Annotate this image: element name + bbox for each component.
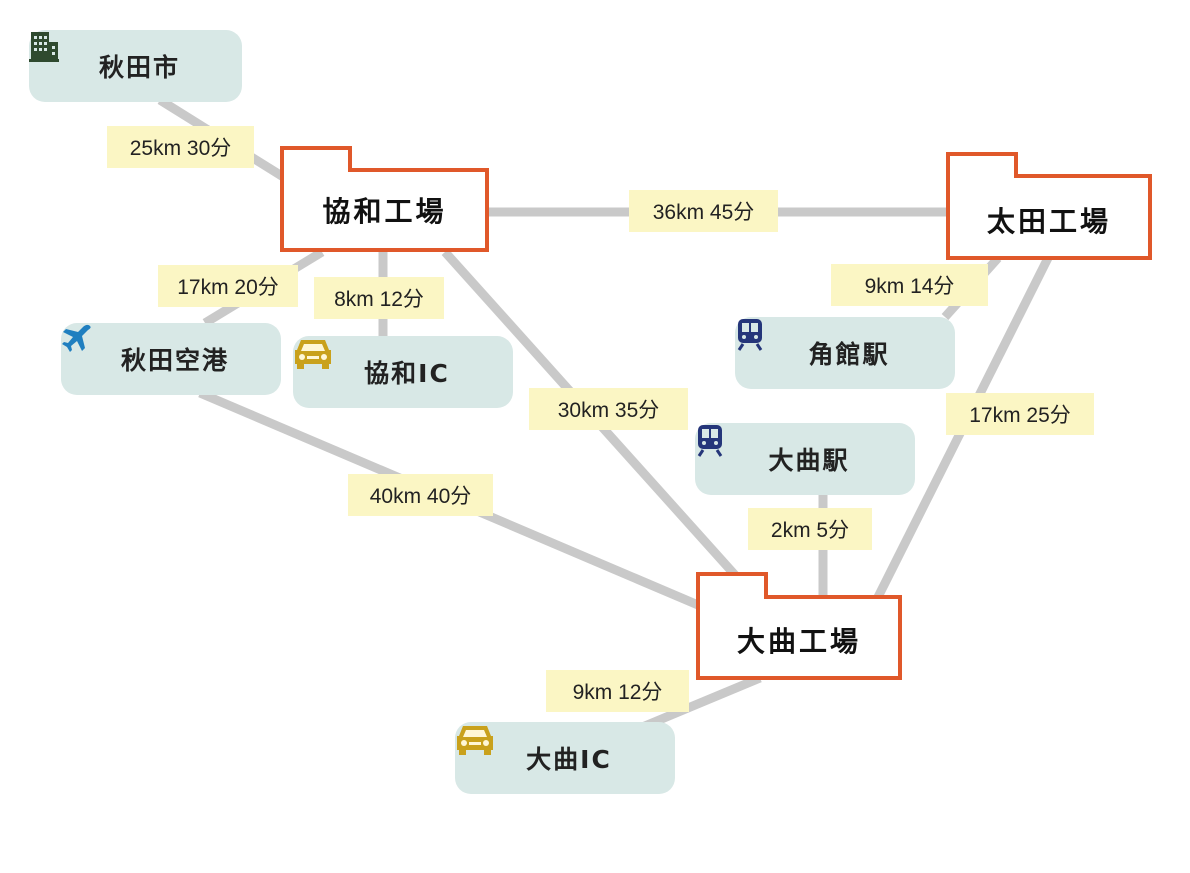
place-omagari-station-label: 大曲駅 (768, 446, 850, 475)
place-akita-airport-label: 秋田空港 (120, 346, 229, 375)
factory-kyowa-label: 協和工場 (322, 195, 447, 228)
factory-kyowa-shape (280, 146, 489, 252)
distance-kyowa-ic: 8km 12分 (314, 277, 444, 319)
route-omagari-ic (638, 673, 762, 733)
place-akita-city: 秋田市 (29, 30, 242, 102)
place-kakunodate-station: 角館駅 (735, 317, 955, 389)
place-akita-city-label: 秋田市 (98, 53, 180, 82)
distance-kyowa-omagari: 30km 35分 (529, 388, 688, 430)
place-akita-airport: 秋田空港 (61, 323, 281, 395)
factory-ota-label: 太田工場 (986, 205, 1111, 238)
distance-kyowa-ota: 36km 45分 (629, 190, 778, 232)
place-kakunodate-station-label: 角館駅 (808, 340, 890, 369)
place-omagari-ic: 大曲IC (455, 722, 675, 794)
factory-omagari-label: 大曲工場 (736, 625, 861, 658)
place-kyowa-ic-label: 協和IC (364, 359, 450, 388)
distance-omagari-station: 2km 5分 (748, 508, 872, 550)
factory-ota-shape (946, 152, 1152, 260)
place-omagari-station: 大曲駅 (695, 423, 915, 495)
distance-omagari-ic: 9km 12分 (546, 670, 689, 712)
distance-kyowa-airport: 17km 20分 (158, 265, 298, 307)
distance-ota-omagari: 17km 25分 (946, 393, 1094, 435)
distance-airport-omagari: 40km 40分 (348, 474, 493, 516)
distance-ota-kakunodate: 9km 14分 (831, 264, 988, 306)
place-omagari-ic-label: 大曲IC (526, 745, 612, 774)
distance-akita-kyowa: 25km 30分 (107, 126, 254, 168)
factory-omagari-shape (696, 572, 902, 680)
place-kyowa-ic: 協和IC (293, 336, 513, 408)
